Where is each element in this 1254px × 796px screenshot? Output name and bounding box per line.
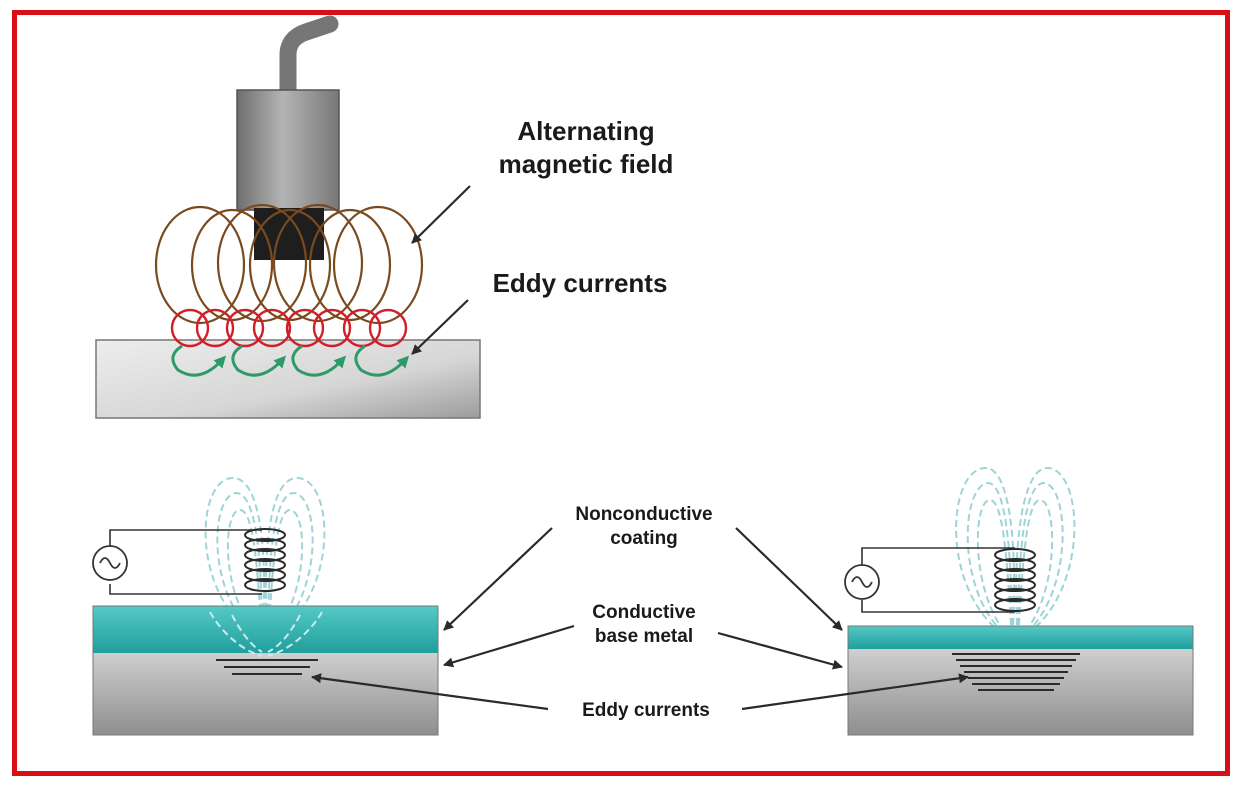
probe-cable [279, 15, 339, 101]
coating-left [93, 606, 438, 653]
label-conductive-line1: Conductive [592, 602, 696, 623]
eddy-current-loops [170, 308, 408, 348]
label-alternating-field: Alternating magnetic field [476, 115, 696, 181]
field-lines-left [204, 476, 326, 641]
probe-icon [236, 89, 340, 211]
bottom-right-diagram [844, 466, 1194, 736]
magnetic-field-loops [154, 203, 424, 325]
label-conductive-base-metal: Conductive base metal [570, 601, 718, 649]
top-probe-diagram [95, 15, 481, 419]
pointer-eddy-top [411, 299, 469, 355]
circuit-wire-left [109, 529, 262, 595]
label-nonconductive-line1: Nonconductive [575, 504, 713, 525]
base-metal-right [848, 649, 1193, 735]
field-lines-right [955, 466, 1076, 641]
label-conductive-line2: base metal [594, 626, 694, 647]
bottom-left-diagram [92, 476, 439, 736]
eddy-current-arrows [171, 344, 410, 377]
coil-icon [244, 528, 286, 592]
top-metal-plate [95, 339, 481, 419]
center-pointers [311, 527, 969, 711]
label-nonconductive-coating: Nonconductive coating [560, 503, 728, 551]
eddy-lines-right [952, 653, 1080, 691]
ac-source-icon [844, 564, 880, 600]
ac-source-icon [92, 545, 128, 581]
eddy-lines-left [216, 659, 318, 675]
coil-icon [994, 548, 1036, 612]
label-alternating-line1: Alternating [517, 116, 655, 146]
label-eddy-currents-bottom: Eddy currents [582, 700, 710, 721]
pointer-magnetic-field [411, 185, 471, 244]
label-eddy-currents-top: Eddy currents [492, 268, 668, 298]
circuit-wire-right [861, 547, 1015, 613]
label-alternating-line2: magnetic field [498, 149, 674, 179]
coating-right [848, 626, 1193, 649]
base-metal-left [93, 653, 438, 735]
label-nonconductive-line2: coating [610, 528, 678, 549]
